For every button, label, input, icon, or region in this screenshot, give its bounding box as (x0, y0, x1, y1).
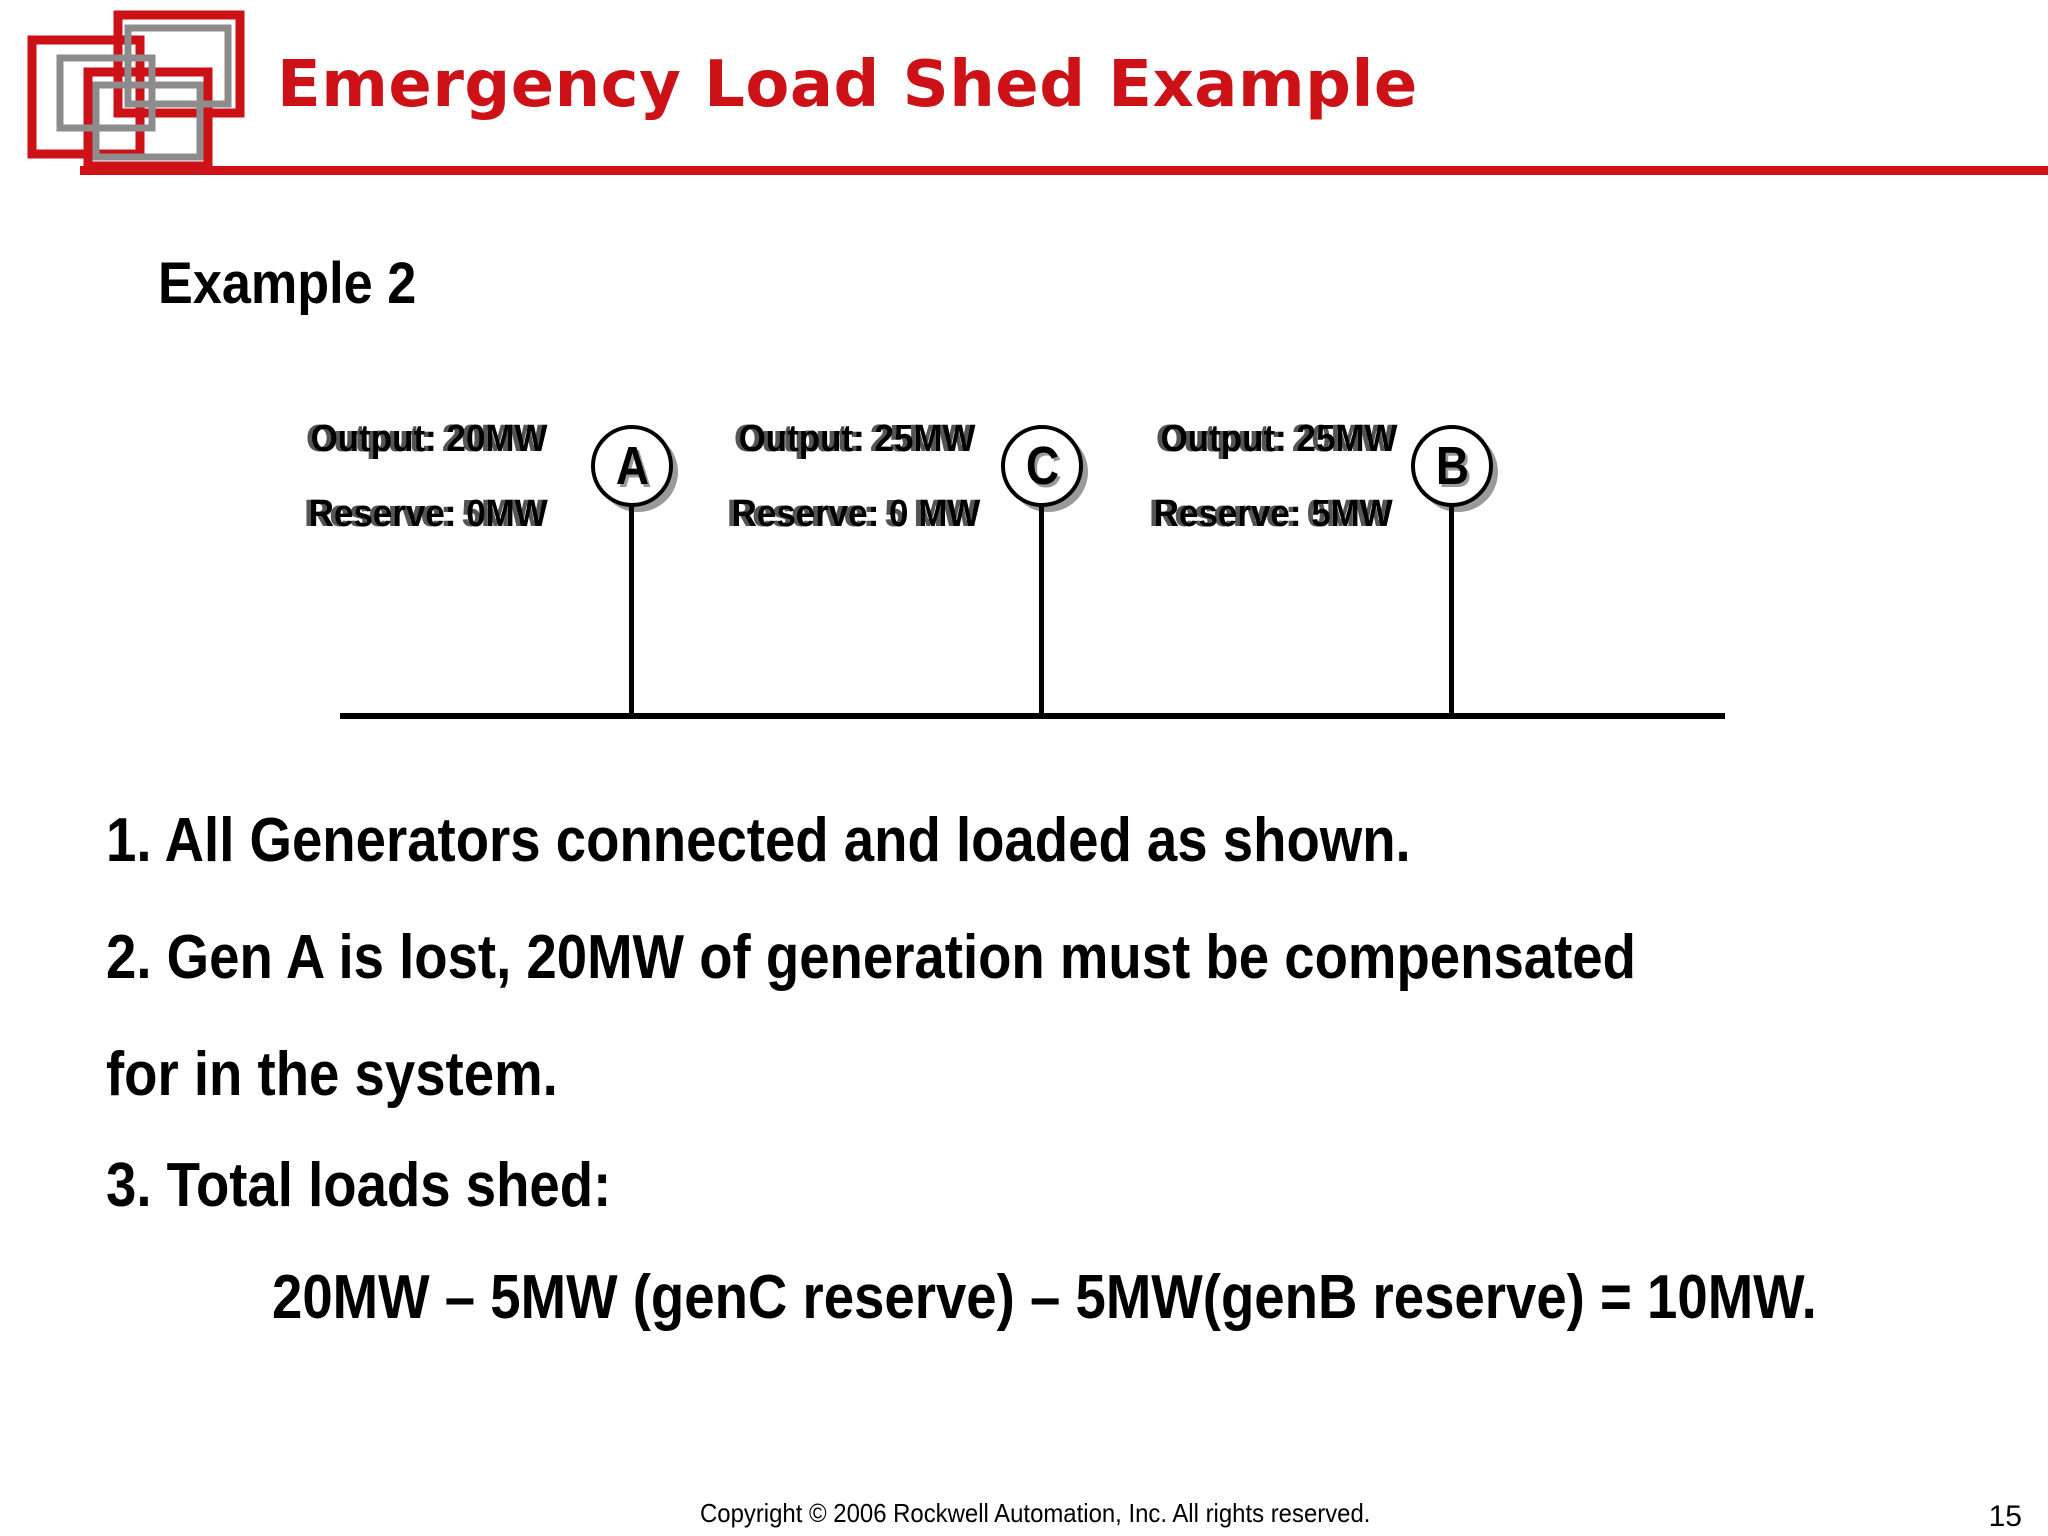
step-2: 2. Gen A is lost, 20MW of generation mus… (106, 923, 1636, 992)
example-heading: Example 2 (158, 251, 417, 316)
gen-a-reserve-label: Reserve: 5MW Reserve: 0MW (304, 493, 548, 535)
slide-title: Emergency Load Shed Example (277, 48, 1418, 122)
gen-b-reserve-label: Reserve: 0MW Reserve: 5MW (1149, 493, 1393, 535)
gen-a-output-label: Output: 20MW Output: 20MW (306, 418, 548, 460)
load-shed-equation: 20MW – 5MW (genC reserve) – 5MW(genB res… (272, 1263, 1817, 1332)
gen-c-connector (1039, 507, 1044, 717)
generator-b-label: B (1435, 436, 1469, 496)
overlapping-squares-logo-icon (27, 10, 245, 171)
bus-line (340, 713, 1725, 719)
step-3: 3. Total loads shed: (106, 1151, 612, 1220)
gen-c-output-label: Output: 25MW Output: 25MW (734, 418, 976, 460)
step-2-continued: for in the system. (106, 1040, 558, 1109)
generator-c-label: C (1025, 436, 1059, 496)
gen-c-reserve-label: Reserve: 5 MW Reserve: 0 MW (726, 493, 980, 535)
generator-a: A (591, 425, 678, 512)
gen-b-output-label: Output: 20MW Output: 25MW (1156, 418, 1398, 460)
copyright-footer: Copyright © 2006 Rockwell Automation, In… (700, 1498, 1371, 1528)
title-divider (80, 166, 2048, 175)
generator-c: C (1001, 425, 1088, 512)
page-number: 15 (1988, 1500, 2022, 1533)
gen-a-connector (629, 507, 634, 717)
one-line-diagram: Output: 20MW Output: 20MW Reserve: 5MW R… (0, 400, 2048, 750)
gen-b-connector (1449, 507, 1454, 717)
generator-b: B (1411, 425, 1498, 512)
generator-a-label: A (615, 436, 649, 496)
step-1: 1. All Generators connected and loaded a… (106, 806, 1411, 875)
